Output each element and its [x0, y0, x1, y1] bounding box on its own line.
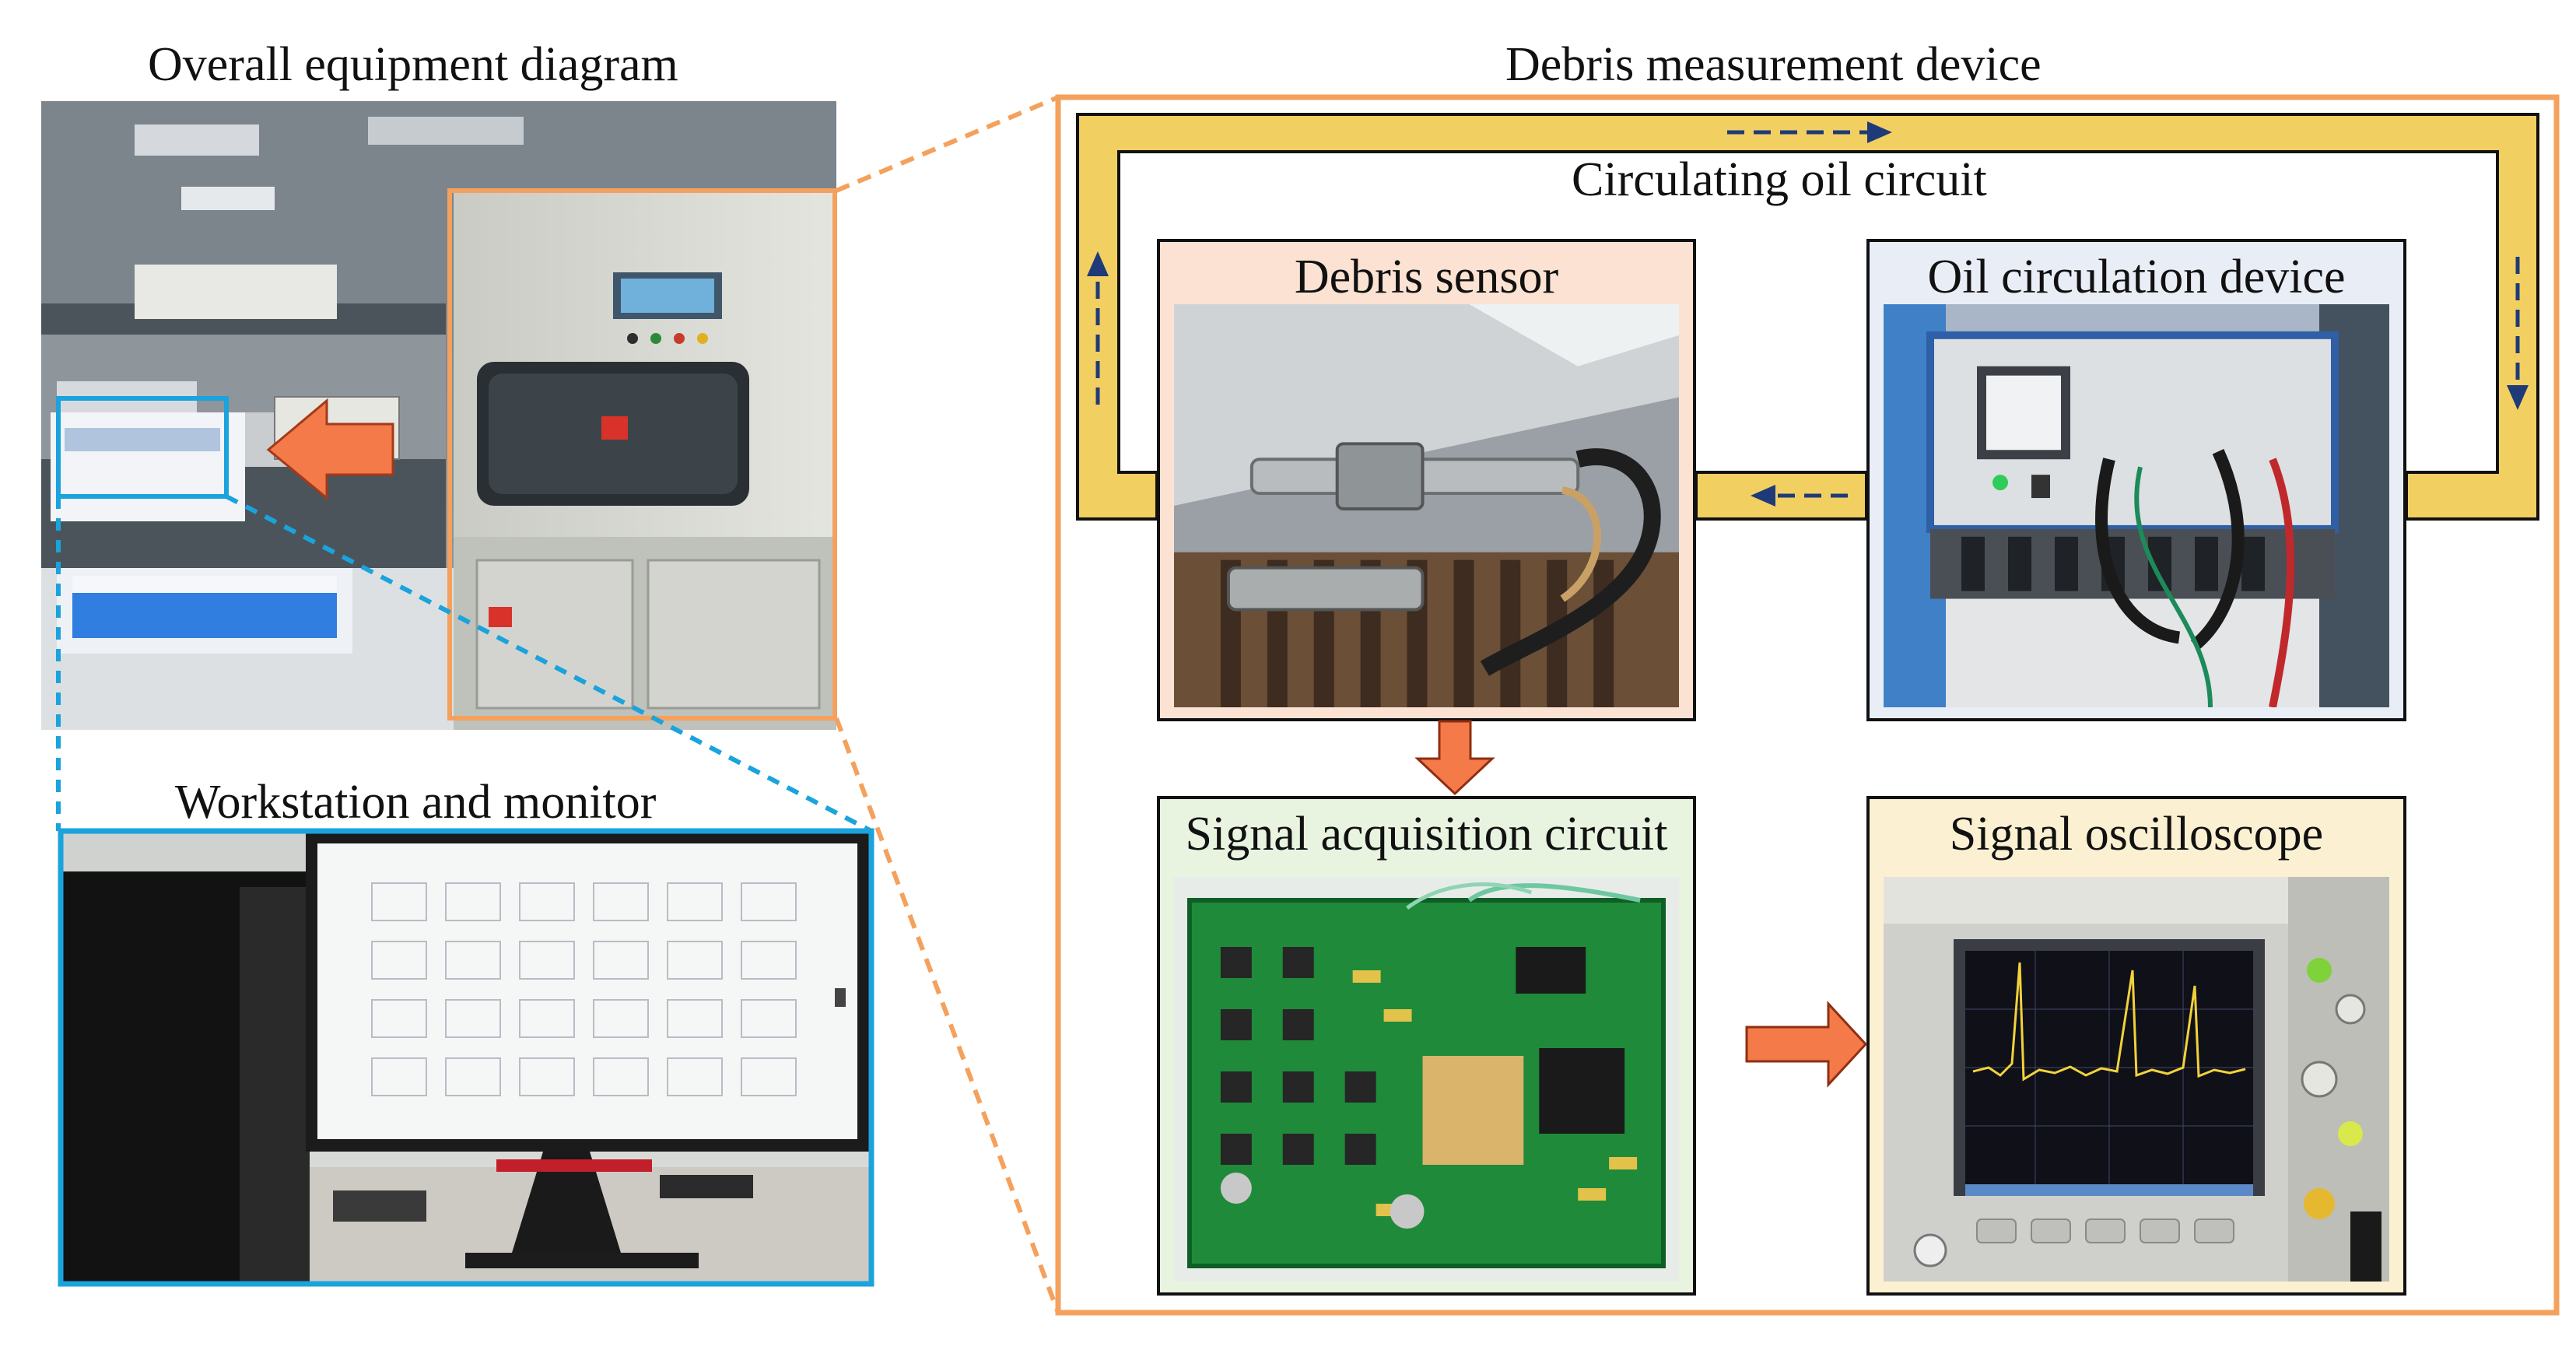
oil-circulation-photo: [1884, 304, 2389, 707]
device-outer-frame: [1055, 94, 2560, 1316]
instrument-arrow-icon: [266, 398, 394, 501]
workstation-title: Workstation and monitor: [175, 776, 657, 829]
panel-signal-oscilloscope: Signal oscilloscope: [1866, 796, 2406, 1296]
signal-oscilloscope-photo: [1884, 877, 2389, 1282]
connector-bottom: [834, 717, 1060, 1314]
cabinet-highlight-frame: [447, 188, 837, 721]
workstation-photo: [61, 833, 870, 1282]
debris-device-title: Debris measurement device: [1505, 38, 2042, 91]
panel-signal-acquisition-label: Signal acquisition circuit: [1185, 808, 1668, 861]
connector-top: [835, 95, 1060, 193]
workstation-frame: [58, 828, 874, 1287]
arrow-right-icon: [1745, 1001, 1868, 1088]
panel-debris-sensor-label: Debris sensor: [1294, 251, 1559, 303]
panel-oil-circulation-label: Oil circulation device: [1927, 251, 2346, 303]
arrow-down-icon: [1414, 720, 1495, 796]
debris-sensor-photo: [1174, 304, 1679, 707]
flow-arrow-middle-icon: [1751, 485, 1775, 507]
blue-connector-right: [225, 494, 873, 833]
circulating-oil-label: Circulating oil circuit: [1572, 153, 1987, 206]
panel-debris-sensor: Debris sensor: [1157, 239, 1696, 721]
signal-acquisition-photo: [1174, 877, 1679, 1282]
overall-equipment-title: Overall equipment diagram: [148, 38, 678, 91]
flow-arrow-top-icon: [1867, 121, 1892, 143]
oil-circuit-track: [1076, 113, 2539, 521]
monitor-highlight-frame: [56, 396, 229, 499]
overall-equipment-photo: [41, 101, 836, 730]
panel-signal-acquisition: Signal acquisition circuit: [1157, 796, 1696, 1296]
flow-arrow-right-icon: [2507, 385, 2529, 410]
flow-arrow-left-icon: [1087, 251, 1109, 276]
panel-signal-oscilloscope-label: Signal oscilloscope: [1949, 808, 2324, 861]
